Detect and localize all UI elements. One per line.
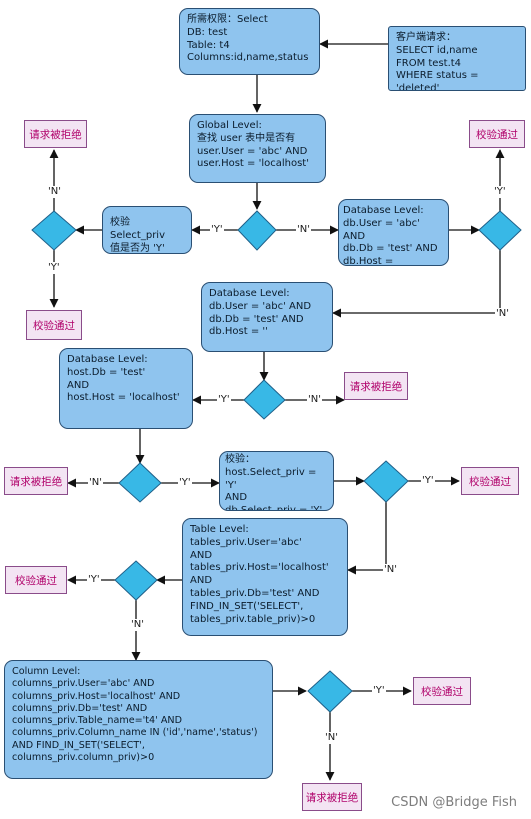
edge-label-n: 'N' [495,308,510,320]
client-request-box: 客户端请求： SELECT id,name FROM test.t4 WHERE… [388,26,526,91]
pass-terminal-top-right: 校验通过 [469,120,525,148]
global-level-box: Global Level: 查找 user 表中是否有 user.User = … [189,114,326,183]
edge-label-y: 'Y' [217,394,231,406]
decision-table-level [114,560,158,601]
edge-label-y: 'Y' [372,685,386,697]
edge-label-n: 'N' [47,186,62,198]
pass-terminal-table: 校验通过 [5,566,67,594]
host-level-box: Database Level: host.Db = 'test' AND hos… [59,348,193,429]
database-level-1-box: Database Level: db.User = 'abc' AND db.D… [338,199,449,266]
reject-terminal-host: 请求被拒绝 [4,467,68,495]
decision-global-select-priv [237,210,277,251]
edge-label-n: 'N' [307,394,322,406]
reject-terminal-top-left: 请求被拒绝 [24,120,87,148]
table-level-box: Table Level: tables_priv.User='abc' AND … [182,518,348,636]
reject-terminal-bottom: 请求被拒绝 [302,783,362,811]
edge-label-y: 'Y' [493,186,507,198]
reject-terminal-mid: 请求被拒绝 [344,372,408,400]
decision-host-level [118,462,162,503]
decision-db-level-1 [478,210,522,251]
column-level-box: Column Level: columns_priv.User='abc' AN… [4,660,273,779]
pass-terminal-column: 校验通过 [413,677,471,705]
edge-label-y: 'Y' [47,262,61,274]
edge-label-n: 'N' [296,224,311,236]
edge-label-n: 'N' [88,477,103,489]
edge-label-y: 'Y' [210,224,224,236]
edge-label-n: 'N' [383,564,398,576]
check-host-db-box: 校验： host.Select_priv = 'Y' AND db.Select… [219,451,334,511]
watermark: CSDN @Bridge Fish [391,795,517,810]
decision-host-db-check [363,460,409,503]
required-privilege-box: 所需权限：Select DB: test Table: t4 Columns:i… [179,8,320,75]
pass-terminal-left: 校验通过 [26,310,82,340]
decision-db-level-2 [243,379,286,420]
check-select-priv-box: 校验 Select_priv 值是否为 'Y' [102,206,192,254]
edge-label-y: 'Y' [178,477,192,489]
edge-label-n: 'N' [324,732,339,744]
decision-check-select-priv [31,210,77,251]
pass-terminal-host-db: 校验通过 [461,467,519,495]
edge-label-y: 'Y' [421,475,435,487]
edge-label-y: 'Y' [87,574,101,586]
decision-column-level [307,670,353,713]
edge-label-n: 'N' [130,619,145,631]
database-level-2-box: Database Level: db.User = 'abc' AND db.D… [201,282,333,352]
